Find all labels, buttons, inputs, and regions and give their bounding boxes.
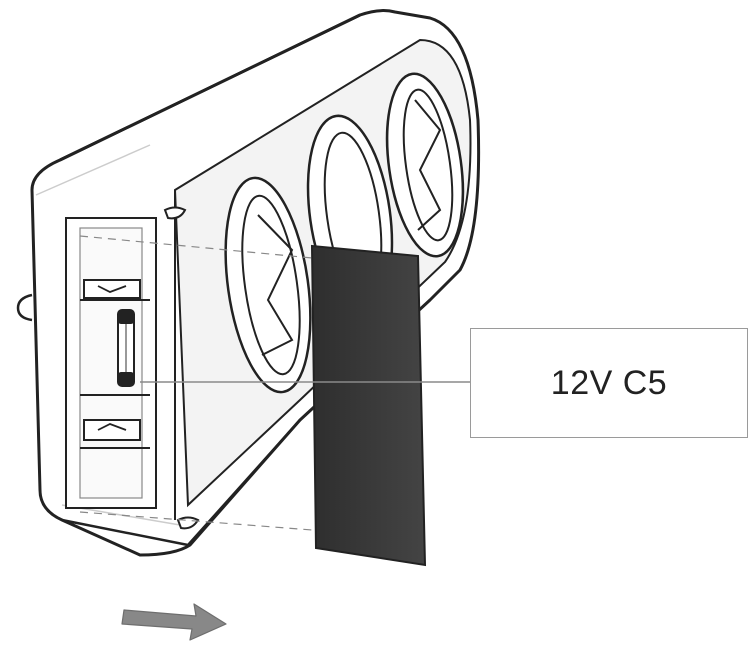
callout-label: 12V C5 xyxy=(550,363,668,402)
callout-box: 12V C5 xyxy=(470,328,748,438)
cover-panel xyxy=(310,244,427,567)
guide-lines xyxy=(79,235,313,531)
arrow-right-icon xyxy=(121,603,227,641)
fuse-compartment xyxy=(65,217,157,509)
fuse-icon xyxy=(117,309,135,387)
